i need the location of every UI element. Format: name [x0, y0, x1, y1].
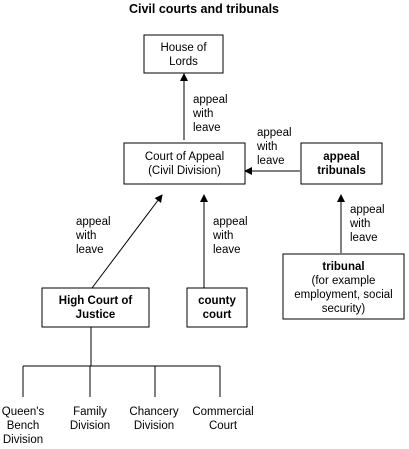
edge-label-from-tribunal-line-3: leave	[350, 232, 378, 244]
family-division-label: Family Division	[70, 406, 110, 432]
house-of-lords-label-line-1: House of	[160, 42, 207, 54]
commercial-court-label: Commercial Court	[192, 406, 253, 432]
edge-label-from-high-court-line-3: leave	[76, 244, 104, 256]
edge-label-from-appeal-tribunals: appeal with leave	[256, 127, 292, 167]
commercial-label-line-1: Commercial	[192, 406, 253, 418]
edge-label-from-high-court: appeal with leave	[75, 216, 111, 256]
diagram-title: Civil courts and tribunals	[129, 2, 279, 16]
edge-label-from-tribunal-line-2: with	[349, 218, 370, 230]
edge-label-to-lords-line-2: with	[192, 108, 213, 120]
edge-label-from-tribunals-line-3: leave	[257, 155, 285, 167]
division-connector-lines	[22, 327, 221, 397]
county-court-box: county court	[186, 287, 248, 328]
tribunal-box: tribunal (for example employment, social…	[282, 253, 405, 320]
chancery-label-line-1: Chancery	[129, 406, 178, 418]
county-court-label-line-1: county	[198, 295, 236, 307]
high-court-of-justice-box: High Court of Justice	[41, 287, 150, 328]
house-of-lords-box: House of Lords	[143, 34, 224, 74]
tribunal-label-line-2: (for example	[312, 275, 376, 287]
court-of-appeal-label-line-2: (Civil Division)	[148, 165, 221, 177]
edge-label-from-county-line-1: appeal	[213, 216, 248, 228]
court-of-appeal-label-line-1: Court of Appeal	[145, 151, 224, 163]
arrow-high-court-to-court-of-appeal	[91, 194, 163, 289]
queens-bench-label-line-3: Division	[3, 434, 43, 446]
edge-label-from-county-court: appeal with leave	[212, 216, 248, 256]
family-label-line-2: Division	[70, 420, 110, 432]
edge-label-from-high-court-line-1: appeal	[76, 216, 111, 228]
queens-bench-label-line-2: Bench	[7, 420, 40, 432]
county-court-label-line-2: court	[203, 309, 232, 321]
edge-label-from-county-line-2: with	[212, 230, 233, 242]
edge-label-from-tribunal-line-1: appeal	[350, 204, 385, 216]
edge-label-to-lords-line-3: leave	[193, 122, 221, 134]
high-court-label-line-2: Justice	[76, 309, 116, 321]
edge-label-from-tribunals-line-2: with	[256, 141, 277, 153]
edge-label-from-tribunal: appeal with leave	[349, 204, 385, 244]
tribunal-label-line-1: tribunal	[322, 261, 364, 273]
appeal-tribunals-label-line-1: appeal	[323, 151, 359, 163]
house-of-lords-label-line-2: Lords	[169, 56, 198, 68]
tribunal-label-line-3: employment, social	[294, 289, 392, 301]
chancery-division-label: Chancery Division	[129, 406, 178, 432]
appeal-tribunals-label-line-2: tribunals	[317, 165, 366, 177]
edge-label-to-lords-line-1: appeal	[193, 94, 228, 106]
edge-label-from-county-line-3: leave	[213, 244, 241, 256]
high-court-label-line-1: High Court of	[59, 295, 133, 307]
family-label-line-1: Family	[73, 406, 107, 418]
commercial-label-line-2: Court	[209, 420, 238, 432]
queens-bench-label-line-1: Queen's	[2, 406, 45, 418]
queens-bench-division-label: Queen's Bench Division	[2, 406, 45, 446]
edge-label-from-high-court-line-2: with	[75, 230, 96, 242]
edge-label-from-tribunals-line-1: appeal	[257, 127, 292, 139]
court-of-appeal-box: Court of Appeal (Civil Division)	[123, 142, 246, 185]
edge-label-to-house-of-lords: appeal with leave	[192, 94, 228, 134]
appeal-tribunals-box: appeal tribunals	[300, 142, 383, 185]
tribunal-label-line-4: security)	[322, 303, 366, 315]
chancery-label-line-2: Division	[134, 420, 174, 432]
